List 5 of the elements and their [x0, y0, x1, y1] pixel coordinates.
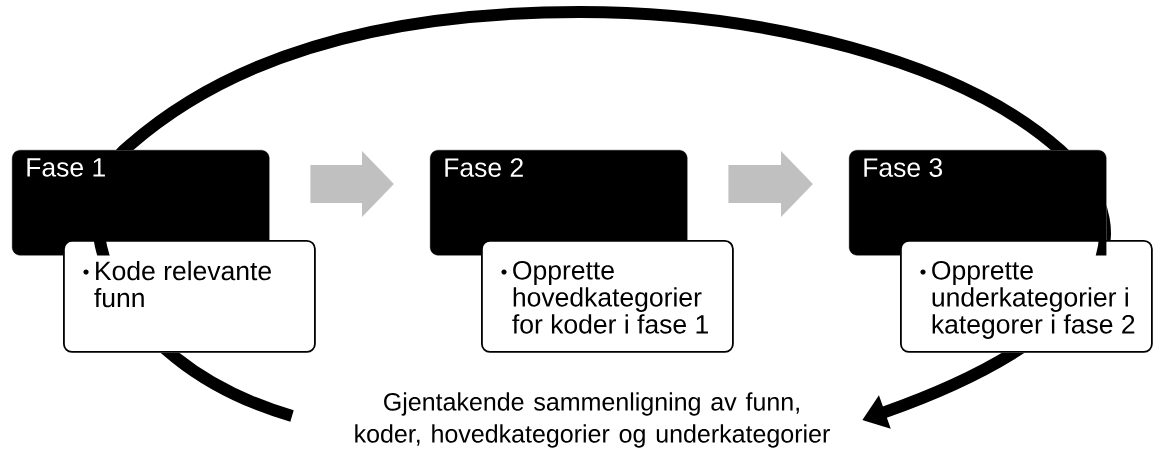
description-box: Opprette underkategorier i kategorer i fase 2: [900, 240, 1153, 353]
description-box: Opprette hovedkategorier for koder i fase 1: [481, 240, 734, 353]
caption-text: Gjentakende sammenligning av funn, koder, hovedkategorier og underkategorier: [355, 392, 830, 448]
description-box: Kode relevante funn: [63, 240, 316, 353]
curved-arrow: [92, 6, 1111, 429]
